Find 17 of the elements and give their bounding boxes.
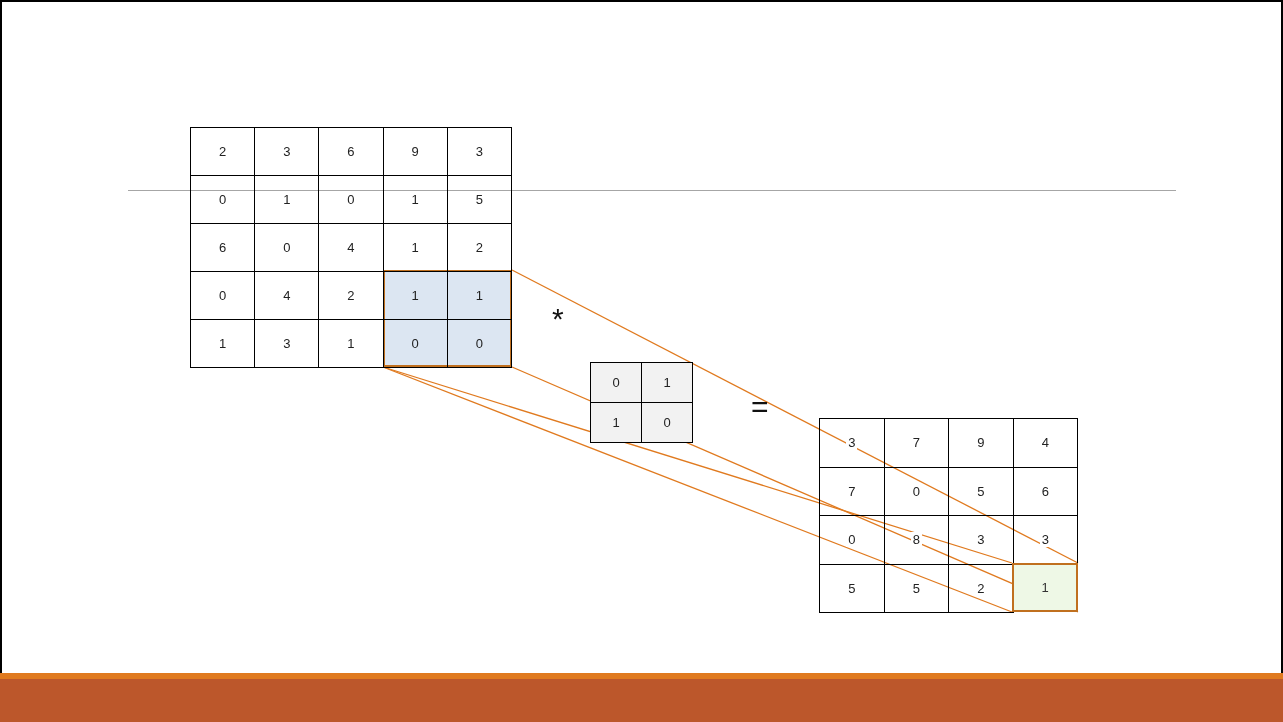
grid-cell: 5: [819, 563, 885, 613]
highlight-window: [383, 270, 512, 367]
grid-cell: 1: [590, 402, 642, 443]
grid-cell: 1: [641, 362, 693, 403]
grid-cell: 2: [190, 127, 256, 176]
grid-cell: 4: [1012, 418, 1078, 468]
operator-symbol: *: [552, 304, 564, 334]
grid-cell: 0: [590, 362, 642, 403]
operator-symbol: =: [751, 392, 769, 422]
grid-cell: 1: [190, 319, 256, 368]
grid-cell: 0: [641, 402, 693, 443]
projection-line: [382, 366, 1013, 613]
output-cell: 1: [1012, 563, 1078, 612]
grid-cell: 3: [819, 418, 885, 468]
grid-cell: 3: [446, 127, 512, 176]
grid-cell: 0: [446, 319, 512, 368]
projection-line: [511, 269, 1079, 564]
